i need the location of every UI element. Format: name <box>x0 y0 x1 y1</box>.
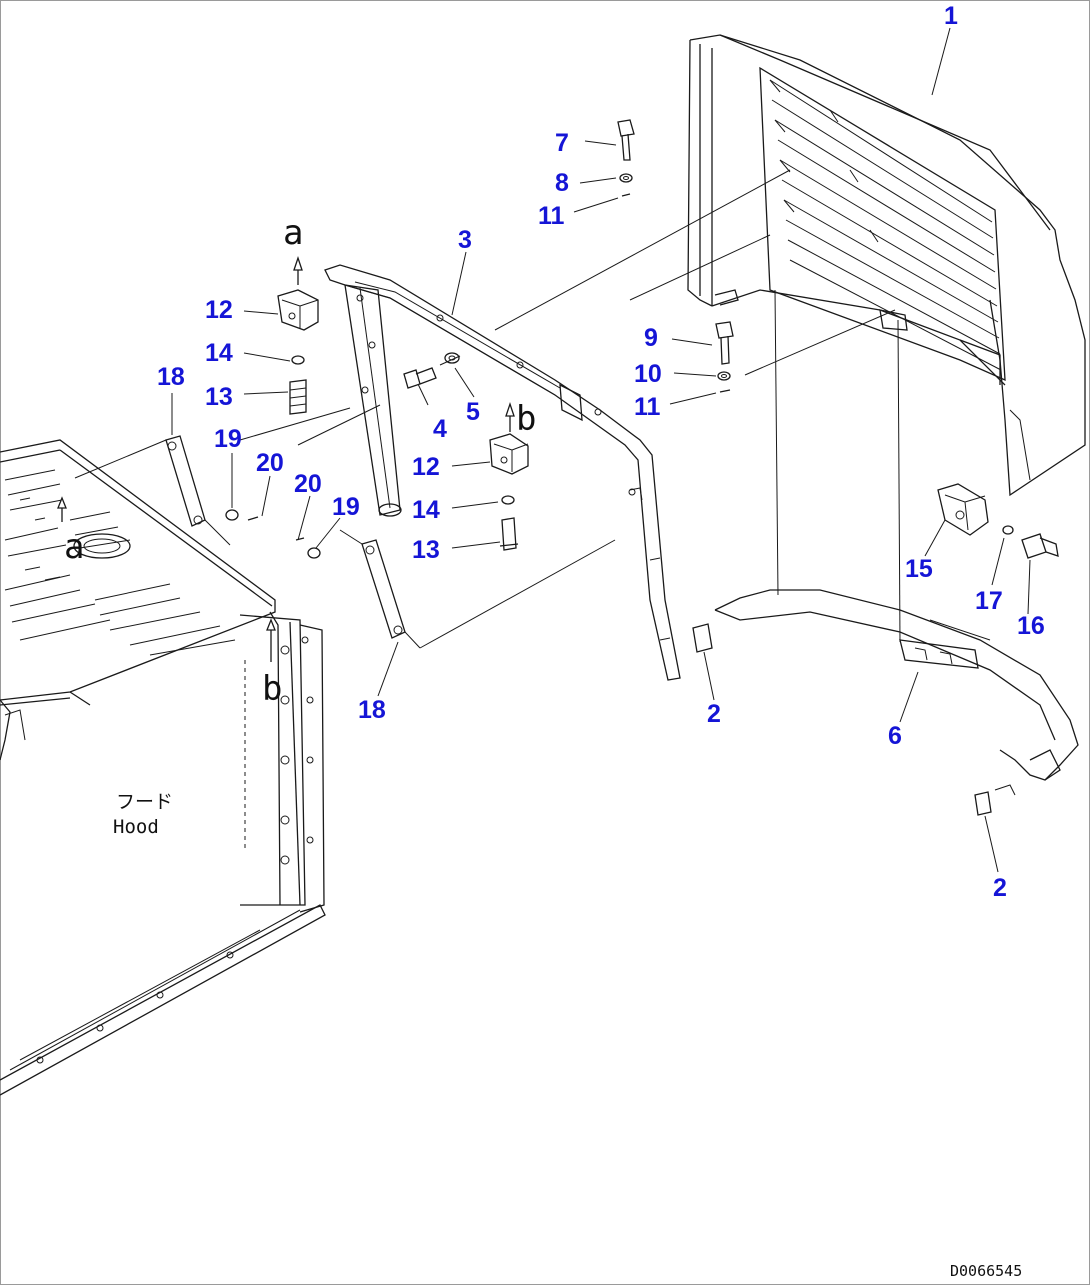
tag-a-lower: a <box>64 527 84 567</box>
callout-20-right: 20 <box>294 470 322 498</box>
callout-16: 16 <box>1017 612 1045 640</box>
callout-18-lower: 18 <box>358 696 386 724</box>
rubber-pad-2-right <box>974 791 992 816</box>
leader-lines <box>171 27 1031 873</box>
callout-12-upper: 12 <box>205 296 233 324</box>
tag-a-upper: a <box>283 213 303 253</box>
drawing-code: D0066545 <box>950 1262 1022 1280</box>
view-a-marker: a <box>57 496 84 567</box>
callout-3: 3 <box>458 226 472 254</box>
louver-cover-1 <box>687 34 1086 497</box>
callout-12-lower: 12 <box>412 453 440 481</box>
callout-2-right: 2 <box>993 874 1007 902</box>
hood-stay-right <box>361 539 406 639</box>
small-hardware-19-20 <box>225 509 321 559</box>
bolt-7 <box>617 119 635 197</box>
callout-2-left: 2 <box>707 700 721 728</box>
callout-13-upper: 13 <box>205 383 233 411</box>
latch-assembly-a: a <box>277 213 319 415</box>
callout-15: 15 <box>905 555 933 583</box>
callout-11-mid: 11 <box>634 393 661 421</box>
latch-assembly-b: b <box>489 399 536 551</box>
tag-b-upper: b <box>516 399 536 439</box>
frame-3 <box>324 264 681 681</box>
callout-4: 4 <box>433 415 447 443</box>
callout-13-lower: 13 <box>412 536 440 564</box>
callout-6: 6 <box>888 722 902 750</box>
callout-17: 17 <box>975 587 1003 615</box>
view-b-marker: b <box>262 618 282 709</box>
callout-14-upper: 14 <box>205 339 233 367</box>
callout-19-right: 19 <box>332 493 360 521</box>
tag-b-lower: b <box>262 669 282 709</box>
callout-7: 7 <box>555 129 569 157</box>
hood-label-jp: フード <box>116 791 173 813</box>
callout-9: 9 <box>644 324 658 352</box>
bolt-9 <box>715 321 734 393</box>
callout-10: 10 <box>634 360 662 388</box>
latch-15-bolt-16-washer-17 <box>937 483 1059 559</box>
assembly-guides <box>239 169 991 850</box>
rubber-pad-2-left <box>692 623 713 653</box>
callout-5: 5 <box>466 398 480 426</box>
callout-8: 8 <box>555 169 569 197</box>
callout-19-left: 19 <box>214 425 242 453</box>
hood-assembly <box>0 439 326 1096</box>
bolt-4-washer-5 <box>403 352 460 389</box>
hood-label-en: Hood <box>113 816 159 838</box>
callout-11-top: 11 <box>538 202 565 230</box>
callout-14-lower: 14 <box>412 496 440 524</box>
callout-18-upper: 18 <box>157 363 185 391</box>
callout-20-left: 20 <box>256 449 284 477</box>
callout-1: 1 <box>944 2 958 30</box>
